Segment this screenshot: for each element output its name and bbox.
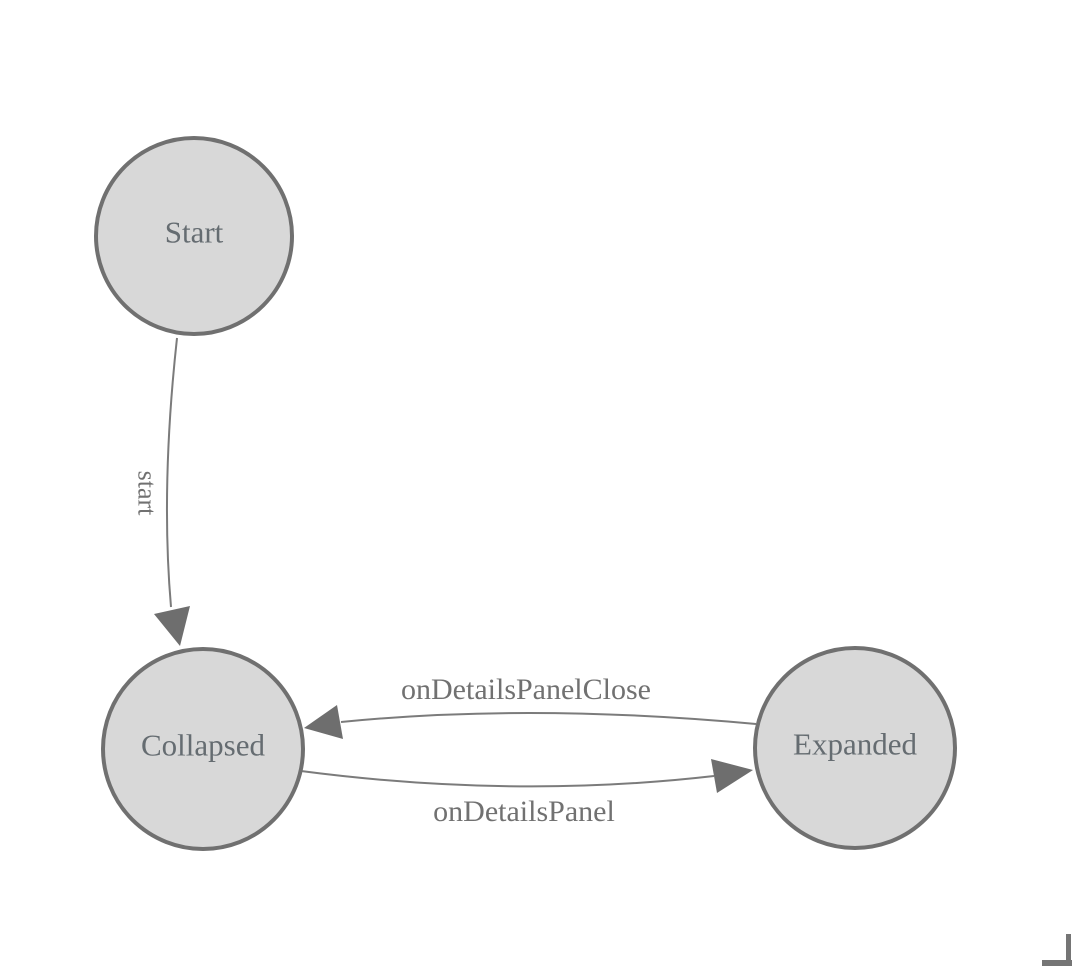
state-node-expanded[interactable]: Expanded: [753, 646, 957, 850]
state-label-start: Start: [165, 215, 224, 250]
corner-mark-horizontal: [1042, 960, 1072, 966]
corner-mark-vertical: [1066, 934, 1071, 961]
transition-collapsed-to-expanded[interactable]: onDetailsPanel: [300, 759, 753, 828]
transition-start-to-collapsed[interactable]: start: [133, 337, 191, 646]
state-circle[interactable]: [101, 647, 305, 851]
state-node-collapsed[interactable]: Collapsed: [101, 647, 305, 851]
transition-edge[interactable]: [300, 770, 715, 788]
state-circle[interactable]: [94, 136, 294, 336]
arrowhead-icon: [304, 705, 343, 739]
state-label-collapsed: Collapsed: [141, 728, 265, 763]
arrowhead-icon: [154, 606, 190, 646]
arrowhead-icon: [711, 759, 753, 793]
transition-edge[interactable]: [165, 337, 178, 608]
transition-edge[interactable]: [340, 711, 757, 725]
edge-label-start: start: [133, 471, 162, 517]
state-circle[interactable]: [753, 646, 957, 850]
edge-label-on-details-panel-close: onDetailsPanelClose: [401, 673, 651, 706]
resize-corner-icon: [1042, 934, 1072, 966]
edge-label-on-details-panel: onDetailsPanel: [433, 795, 615, 828]
state-node-start[interactable]: Start: [94, 136, 294, 336]
state-label-expanded: Expanded: [793, 727, 917, 762]
transition-expanded-to-collapsed[interactable]: onDetailsPanelClose: [304, 673, 757, 739]
